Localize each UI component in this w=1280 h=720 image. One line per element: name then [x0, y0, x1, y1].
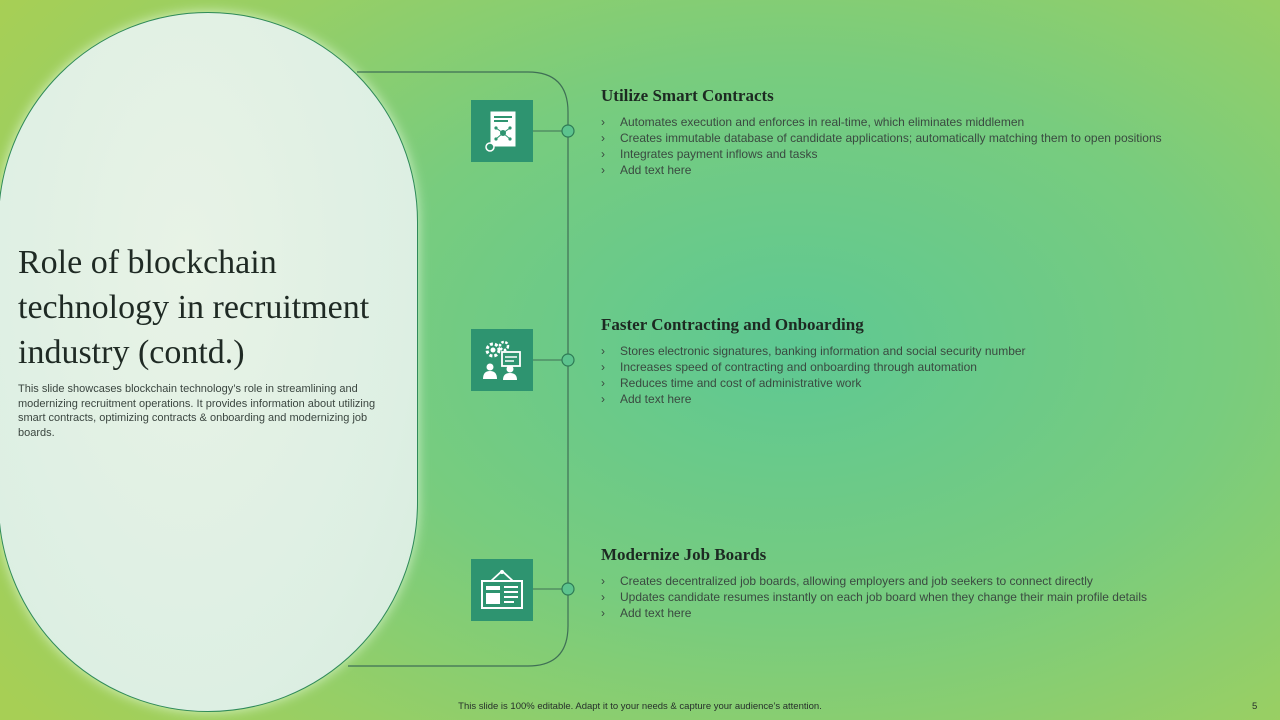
footer-note: This slide is 100% editable. Adapt it to…: [458, 701, 822, 712]
timeline-node-1: [561, 124, 575, 138]
section-smart-contracts: Utilize Smart Contracts ›Automates execu…: [601, 86, 1241, 178]
list-item: ›Integrates payment inflows and tasks: [601, 147, 818, 161]
smart-contract-document-icon: [471, 100, 533, 162]
timeline-node-2: [561, 353, 575, 367]
list-item: ›Automates execution and enforces in rea…: [601, 115, 1025, 129]
timeline-node-3: [561, 582, 575, 596]
bullet-list: ›Automates execution and enforces in rea…: [601, 114, 1241, 178]
list-item: ›Add text here: [601, 606, 692, 620]
bullet-list: ›Stores electronic signatures, banking i…: [601, 343, 1241, 407]
onboarding-gears-people-icon: [471, 329, 533, 391]
job-board-icon: [471, 559, 533, 621]
section-heading: Faster Contracting and Onboarding: [601, 315, 864, 334]
section-job-boards: Modernize Job Boards ›Creates decentrali…: [601, 545, 1161, 621]
section-faster-contracting: Faster Contracting and Onboarding ›Store…: [601, 315, 1241, 407]
list-item: ›Reduces time and cost of administrative…: [601, 376, 862, 390]
list-item: ›Add text here: [601, 392, 692, 406]
list-item: ›Creates immutable database of candidate…: [601, 131, 1162, 145]
section-heading: Utilize Smart Contracts: [601, 86, 774, 105]
title-panel-oval: [0, 12, 418, 712]
list-item: ›Updates candidate resumes instantly on …: [601, 590, 1147, 604]
bullet-list: ›Creates decentralized job boards, allow…: [601, 573, 1161, 621]
list-item: ›Stores electronic signatures, banking i…: [601, 344, 1026, 358]
section-heading: Modernize Job Boards: [601, 545, 767, 564]
slide-title: Role of blockchain technology in recruit…: [18, 244, 370, 371]
list-item: ›Increases speed of contracting and onbo…: [601, 360, 977, 374]
list-item: ›Add text here: [601, 163, 692, 177]
page-number: 5: [1252, 701, 1258, 712]
list-item: ›Creates decentralized job boards, allow…: [601, 574, 1093, 588]
slide-description: This slide showcases blockchain technolo…: [18, 383, 376, 439]
